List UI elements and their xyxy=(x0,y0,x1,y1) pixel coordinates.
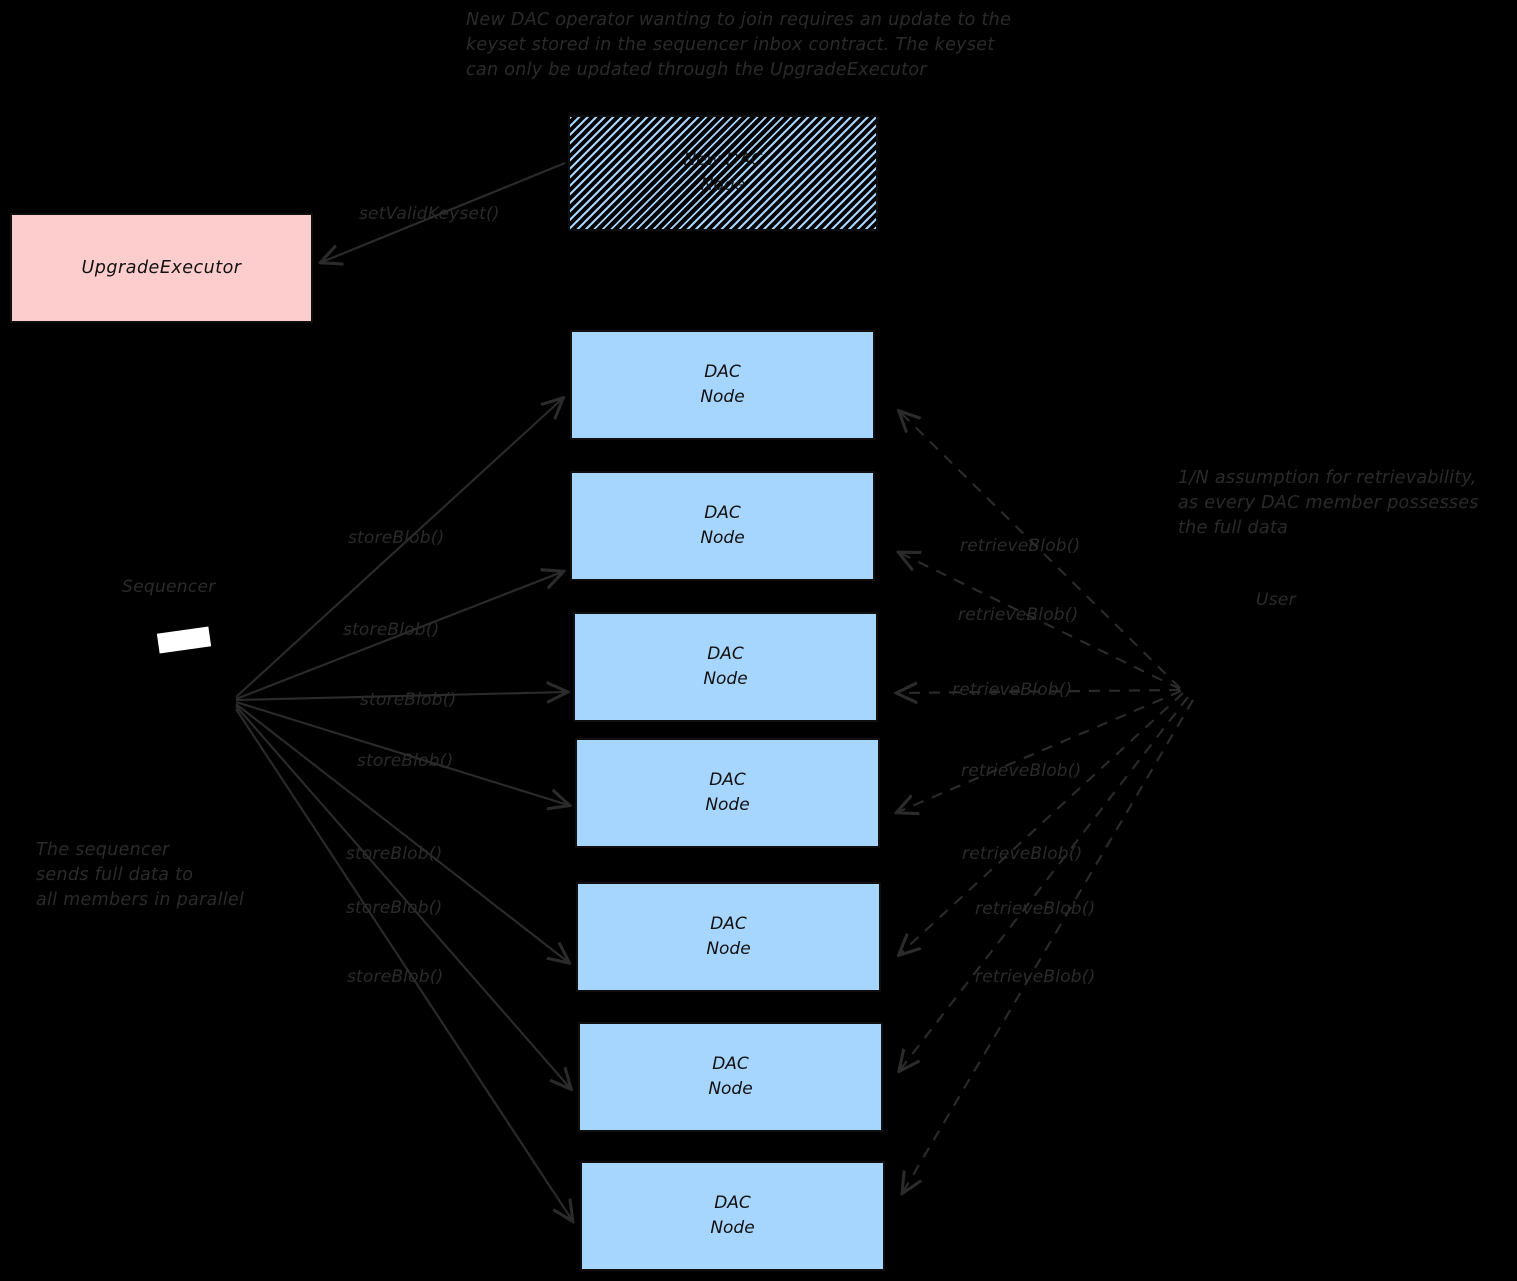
edge-retrieve-blob-3 xyxy=(898,690,1181,693)
edge-store-blob-5 xyxy=(235,703,568,962)
edge-label-store-blob-3: storeBlob() xyxy=(360,690,457,710)
edge-store-blob-1 xyxy=(235,399,562,698)
sequencer-label: Sequencer xyxy=(122,577,216,597)
upgrade-executor-label: UpgradeExecutor xyxy=(81,258,242,278)
edge-store-blob-7 xyxy=(235,708,572,1220)
dac-node-box-3[interactable]: DAC Node xyxy=(573,612,878,722)
edge-retrieve-blob-group xyxy=(898,412,1194,1192)
dac-node-box-6[interactable]: DAC Node xyxy=(578,1022,883,1132)
note-sequencer-parallel: The sequencer sends full data to all mem… xyxy=(36,840,245,910)
edge-label-store-blob-5: storeBlob() xyxy=(346,844,443,864)
edge-label-store-blob-1: storeBlob() xyxy=(348,528,445,548)
edge-label-retrieve-blob-6: retrieveBlob() xyxy=(975,899,1096,919)
dac-node-label-1: DAC Node xyxy=(700,362,745,407)
dac-node-box-7[interactable]: DAC Node xyxy=(580,1161,885,1271)
dac-node-label-3: DAC Node xyxy=(703,644,748,689)
dac-node-box-1[interactable]: DAC Node xyxy=(570,330,875,440)
edge-retrieve-blob-6 xyxy=(900,696,1189,1070)
edge-label-retrieve-blob-1: retrieveBlob() xyxy=(960,536,1081,556)
dac-node-label-4: DAC Node xyxy=(705,770,750,815)
dac-node-label-5: DAC Node xyxy=(706,914,751,959)
dac-node-label-6: DAC Node xyxy=(708,1054,753,1099)
dac-node-box-4[interactable]: DAC Node xyxy=(575,738,880,848)
new-dac-node-box[interactable]: New DAC Node xyxy=(568,115,878,231)
note-retrievability-assumption: 1/N assumption for retrievability, as ev… xyxy=(1178,468,1479,538)
edge-label-set-valid-keyset: setValidKeyset() xyxy=(359,204,500,224)
edge-label-retrieve-blob-3: retrieveBlob() xyxy=(952,680,1073,700)
new-dac-node-label: New DAC Node xyxy=(683,150,763,195)
edge-label-store-blob-6: storeBlob() xyxy=(346,898,443,918)
dac-node-label-7: DAC Node xyxy=(710,1193,755,1238)
edge-label-store-blob-2: storeBlob() xyxy=(343,620,440,640)
edge-label-store-blob-4: storeBlob() xyxy=(357,751,454,771)
edge-retrieve-blob-7 xyxy=(903,699,1194,1192)
edge-store-blob-6 xyxy=(235,705,570,1088)
user-label: User xyxy=(1256,590,1296,610)
edge-store-blob-group xyxy=(235,399,572,1220)
edge-label-retrieve-blob-7: retrieveBlob() xyxy=(975,967,1096,987)
edge-store-blob-4 xyxy=(235,700,568,805)
edge-label-retrieve-blob-5: retrieveBlob() xyxy=(962,844,1083,864)
edge-store-blob-2 xyxy=(235,572,562,700)
edge-label-store-blob-7: storeBlob() xyxy=(347,967,444,987)
dac-node-box-5[interactable]: DAC Node xyxy=(576,882,881,992)
edge-label-retrieve-blob-4: retrieveBlob() xyxy=(961,761,1082,781)
edge-label-retrieve-blob-2: retrieveBlob() xyxy=(958,605,1079,625)
edge-store-blob-3 xyxy=(235,692,566,700)
dac-node-label-2: DAC Node xyxy=(700,503,745,548)
edge-retrieve-blob-1 xyxy=(900,412,1181,689)
edge-retrieve-blob-5 xyxy=(900,692,1184,954)
upgrade-executor-box[interactable]: UpgradeExecutor xyxy=(10,213,313,323)
dac-node-box-2[interactable]: DAC Node xyxy=(570,471,875,581)
edge-set-valid-keyset xyxy=(322,162,566,262)
note-new-dac-operator: New DAC operator wanting to join require… xyxy=(466,10,1012,80)
